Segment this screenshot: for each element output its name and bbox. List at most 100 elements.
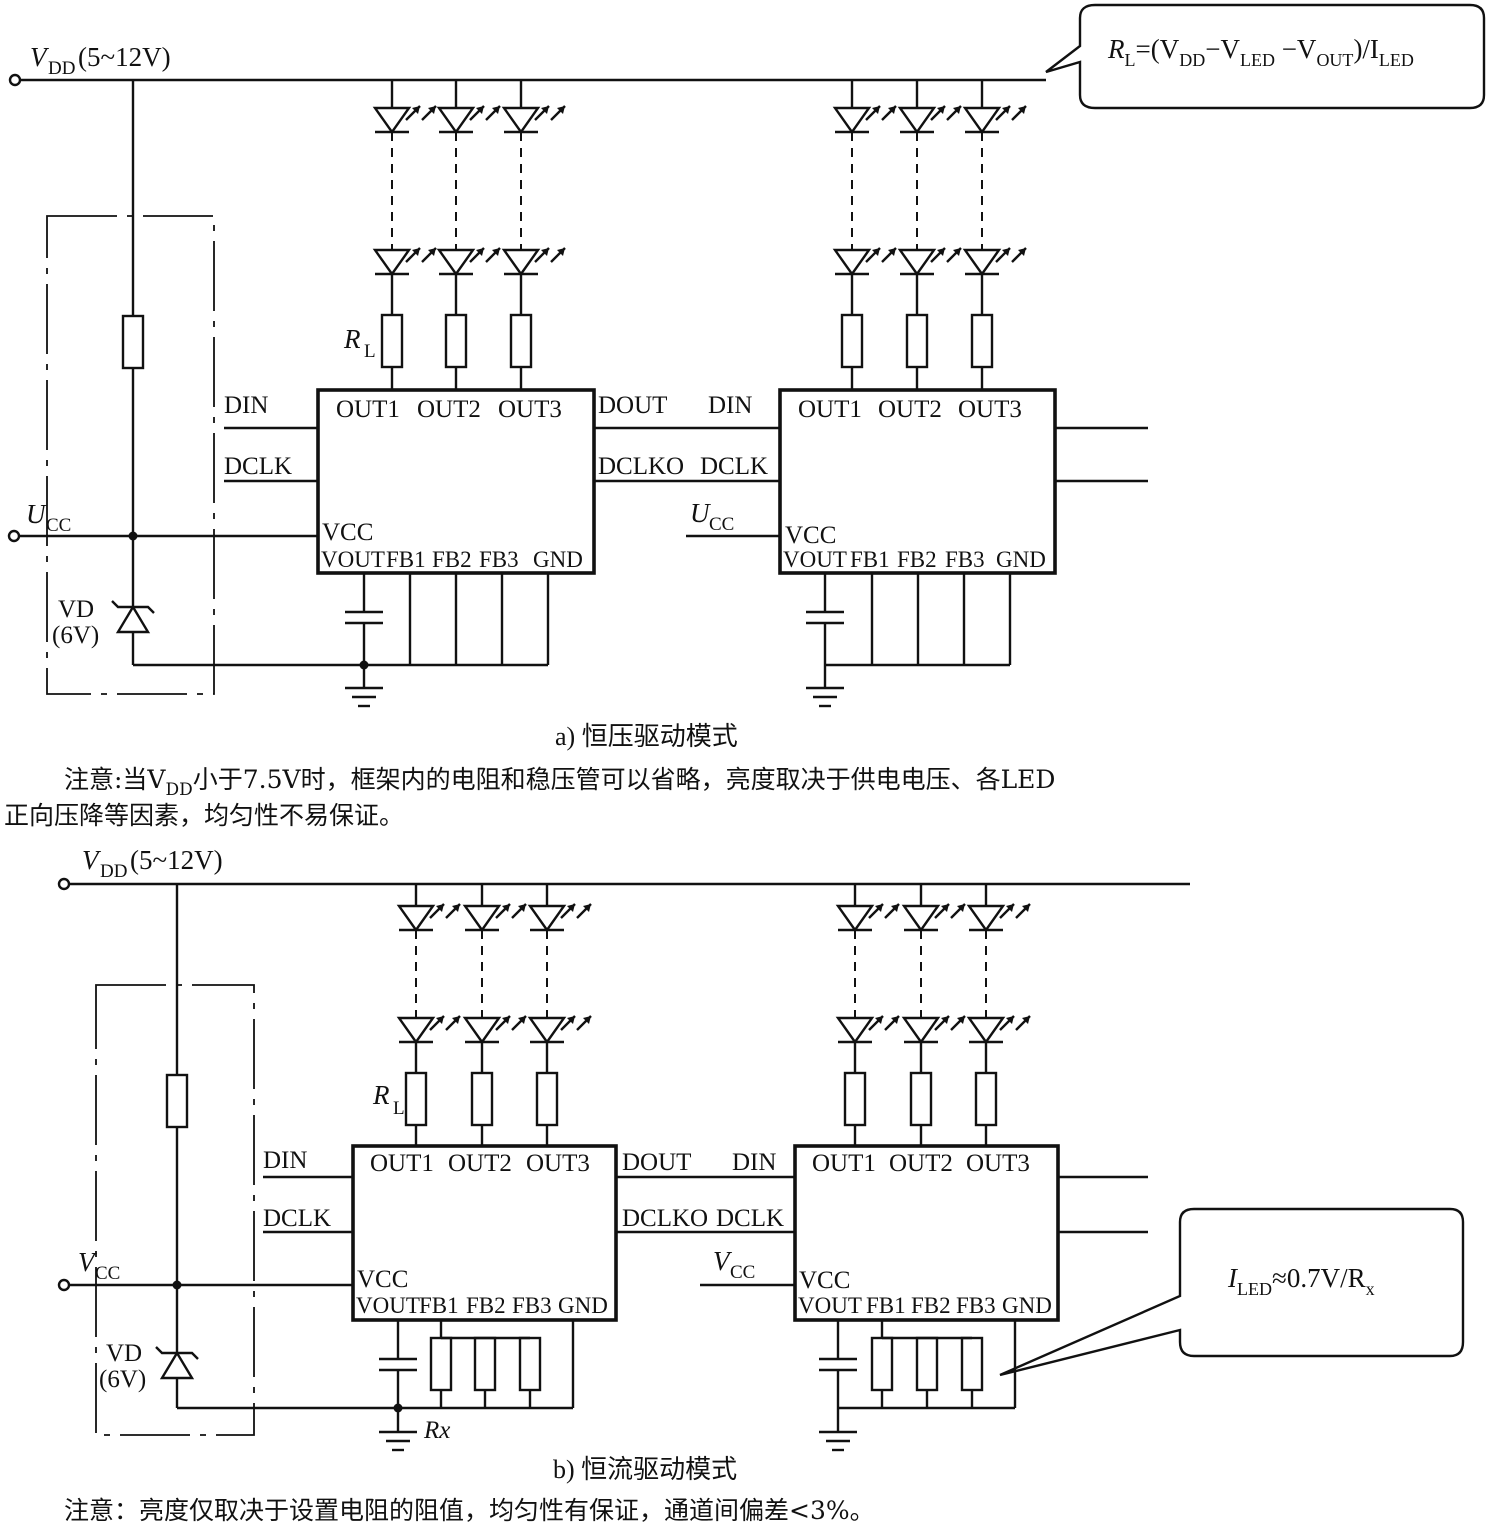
ic2-vout-b: VOUT bbox=[798, 1293, 862, 1318]
ic2-fb2-a: FB2 bbox=[897, 547, 937, 572]
vcc2-sub-b: CC bbox=[730, 1262, 755, 1283]
ic2-vcc-a: VCC bbox=[785, 522, 836, 549]
led-icon bbox=[966, 903, 1031, 933]
vd-value-a: (6V) bbox=[52, 622, 99, 649]
ucc-sub-a: CC bbox=[46, 515, 71, 536]
note-b: 注意：亮度仅取决于设置电阻的阻值，均匀性有保证，通道间偏差<3%。 bbox=[64, 1496, 875, 1525]
ucc2-label-a: U bbox=[690, 498, 711, 528]
rl-formula-callout bbox=[1045, 3, 1486, 110]
part-a: V DD (5~12V) RL=(VDD−VLED −VOUT)/ILED VD… bbox=[4, 3, 1486, 830]
vcc-terminal-b bbox=[57, 1278, 71, 1292]
resistor bbox=[518, 1336, 542, 1392]
optional-frame-b bbox=[95, 984, 255, 1436]
ic2-vcc-b: VCC bbox=[799, 1267, 850, 1294]
ic2-out1-b: OUT1 bbox=[812, 1150, 876, 1177]
note-a-line2: 正向压降等因素，均匀性不易保证。 bbox=[4, 801, 404, 830]
ic1-fb3-b: FB3 bbox=[512, 1293, 552, 1318]
led-icon bbox=[396, 1015, 461, 1045]
resistor-frame-b bbox=[165, 1073, 189, 1129]
led-strings-a bbox=[372, 80, 1027, 390]
led-icon bbox=[372, 247, 437, 277]
led-icon bbox=[835, 1015, 900, 1045]
vd-value-b: (6V) bbox=[99, 1366, 146, 1393]
resistor bbox=[380, 313, 404, 369]
ic1-vout-b: VOUT bbox=[356, 1293, 420, 1318]
ic1-gnd-a: GND bbox=[533, 547, 583, 572]
resistor bbox=[444, 313, 468, 369]
led-icon bbox=[436, 105, 501, 135]
led-icon bbox=[501, 247, 566, 277]
led-icon bbox=[396, 903, 461, 933]
resistor bbox=[905, 313, 929, 369]
vdd-terminal-b bbox=[57, 877, 71, 891]
dclko-label-b: DCLKO bbox=[622, 1205, 708, 1232]
led-icon bbox=[835, 903, 900, 933]
ic1-out1-a: OUT1 bbox=[336, 396, 400, 423]
part-b: V DD (5~12V) VD (6V) V CC OUT1 OUT2 OUT3… bbox=[57, 845, 1465, 1525]
ic1-out2-b: OUT2 bbox=[448, 1150, 512, 1177]
ucc-label-a: U bbox=[26, 499, 47, 529]
ic2-fb1-a: FB1 bbox=[850, 547, 890, 572]
resistor bbox=[960, 1336, 984, 1392]
led-icon bbox=[527, 1015, 592, 1045]
rx-label-b: Rx bbox=[423, 1417, 450, 1444]
ic1-fb1-b: FB1 bbox=[419, 1293, 459, 1318]
dout-label-a: DOUT bbox=[598, 392, 667, 419]
iled-formula: ILED≈0.7V/Rx bbox=[1227, 1263, 1375, 1299]
vdd-range-a: (5~12V) bbox=[78, 42, 171, 72]
led-strings-b bbox=[396, 884, 1031, 1146]
vdd-sub-a: DD bbox=[48, 58, 75, 79]
ic2-dclk-a: DCLK bbox=[700, 453, 768, 480]
resistor bbox=[535, 1071, 559, 1127]
ic2-out3-a: OUT3 bbox=[958, 396, 1022, 423]
caption-b: b) 恒流驱动模式 bbox=[553, 1455, 737, 1484]
ic1-vcc-b: VCC bbox=[357, 1266, 408, 1293]
ic2-fb1-b: FB1 bbox=[866, 1293, 906, 1318]
ic1-out1-b: OUT1 bbox=[370, 1150, 434, 1177]
ic2-dclk-b: DCLK bbox=[716, 1205, 784, 1232]
vdd-label-a: V bbox=[30, 42, 50, 72]
resistor bbox=[429, 1336, 453, 1392]
led-icon bbox=[372, 105, 437, 135]
caption-a: a) 恒压驱动模式 bbox=[555, 722, 738, 751]
note-a-line1: 注意:当VDD小于7.5V时，框架内的电阻和稳压管可以省略，亮度取决于供电电压、… bbox=[64, 765, 1055, 800]
ic1-fb3-a: FB3 bbox=[479, 547, 519, 572]
dclko-label-a: DCLKO bbox=[598, 453, 684, 480]
zener-diode-b bbox=[159, 1350, 195, 1380]
vdd-terminal-a bbox=[8, 73, 22, 87]
ic1-vcc-a: VCC bbox=[322, 519, 373, 546]
rl-sub-a: L bbox=[364, 341, 376, 362]
ic1-out2-a: OUT2 bbox=[417, 396, 481, 423]
ic1-din-b: DIN bbox=[263, 1147, 307, 1174]
ic2-gnd-b: GND bbox=[1002, 1293, 1052, 1318]
fb-resistors-b bbox=[429, 1320, 984, 1408]
ic2-out2-a: OUT2 bbox=[878, 396, 942, 423]
driver-ic-1-a bbox=[316, 388, 596, 575]
vdd-sub-b: DD bbox=[100, 861, 127, 882]
resistor-frame-a bbox=[121, 314, 145, 370]
rl-formula: RL=(VDD−VLED −VOUT)/ILED bbox=[1107, 34, 1414, 70]
dout-label-b: DOUT bbox=[622, 1149, 691, 1176]
optional-frame-a bbox=[46, 215, 215, 695]
resistor bbox=[915, 1336, 939, 1392]
led-icon bbox=[901, 903, 966, 933]
resistor bbox=[470, 1071, 494, 1127]
vdd-label-b: V bbox=[82, 845, 102, 875]
ic2-din-b: DIN bbox=[732, 1149, 776, 1176]
rl-sub-b: L bbox=[393, 1098, 405, 1119]
zener-diode-a bbox=[115, 604, 151, 634]
ic2-vout-a: VOUT bbox=[783, 547, 847, 572]
resistor bbox=[970, 313, 994, 369]
led-icon bbox=[832, 247, 897, 277]
led-icon bbox=[501, 105, 566, 135]
ic1-dclk-a: DCLK bbox=[224, 453, 292, 480]
ic1-out3-b: OUT3 bbox=[526, 1150, 590, 1177]
led-icon bbox=[436, 247, 501, 277]
ic2-out2-b: OUT2 bbox=[889, 1150, 953, 1177]
driver-ic-2-a bbox=[778, 388, 1057, 575]
ic2-gnd-a: GND bbox=[996, 547, 1046, 572]
ic1-gnd-b: GND bbox=[558, 1293, 608, 1318]
driver-ic-1-b bbox=[351, 1144, 618, 1322]
vcc-label-b: V bbox=[78, 1247, 98, 1277]
